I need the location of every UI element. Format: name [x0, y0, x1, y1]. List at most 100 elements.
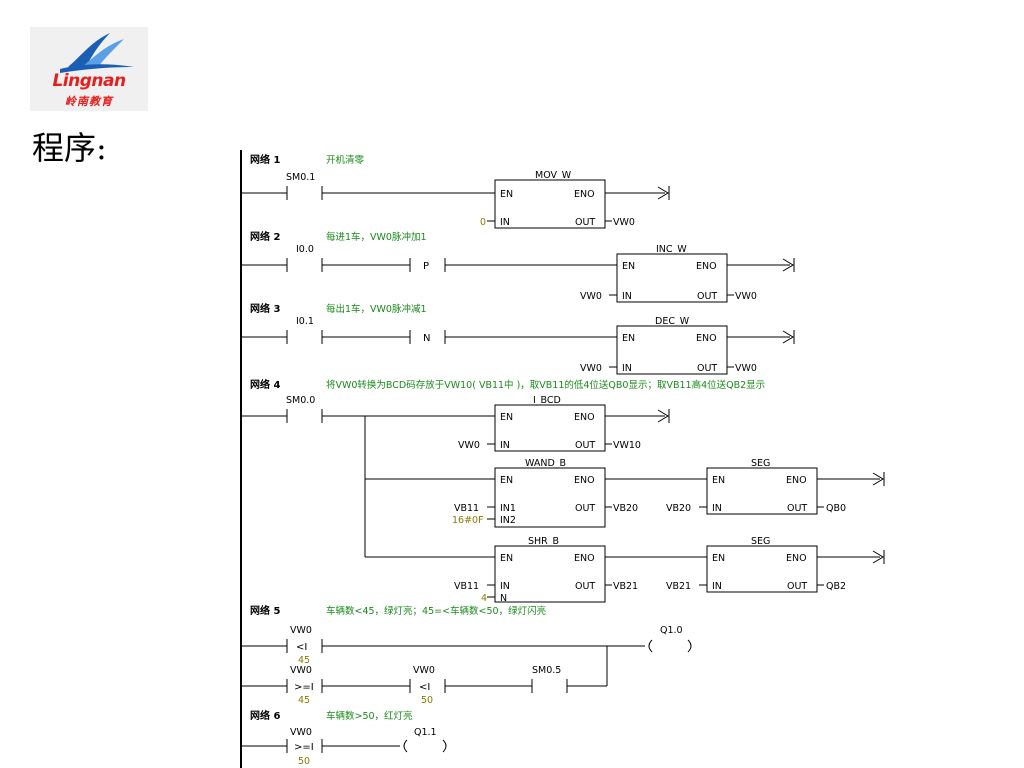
- n6-contact-op: >=I: [294, 742, 314, 753]
- seg2-out-pin: OUT: [787, 581, 807, 592]
- contact-i01-label: I0.1: [296, 316, 314, 327]
- dec-in-value: VW0: [580, 363, 602, 374]
- dec-out-value: VW0: [735, 363, 757, 374]
- coil-q11-label: Q1.1: [414, 727, 437, 738]
- seg1-out-value: QB0: [826, 503, 846, 514]
- seg1-en-pin: EN: [712, 475, 725, 486]
- network-6-comment: 车辆数>50，红灯亮: [326, 710, 413, 722]
- wand-in2-value: 16#0F: [452, 515, 484, 526]
- n6-contact-val: 50: [298, 756, 310, 767]
- inc-out-pin: OUT: [697, 291, 717, 302]
- dec-in-pin: IN: [622, 363, 632, 374]
- network-4-comment: 将VW0转换为BCD码存放于VW10( VB11中 )，取VB11的低4位送QB…: [326, 379, 765, 391]
- shr-en-pin: EN: [500, 553, 513, 564]
- mov-eno-pin: ENO: [574, 189, 595, 200]
- seg2-eno-pin: ENO: [786, 553, 807, 564]
- inc-in-value: VW0: [580, 291, 602, 302]
- program-caption: 程序:: [32, 129, 107, 167]
- p-contact-label: P: [423, 261, 429, 272]
- seg2-in-pin: IN: [712, 581, 722, 592]
- n5-contact-a-val: 45: [298, 655, 310, 666]
- n5-contact-b-top: VW0: [290, 665, 312, 676]
- network-1-label: 网络 1: [250, 153, 280, 166]
- shr-box-name: SHR_B: [528, 536, 559, 547]
- lingnan-logo: Lingnan 岭南教育: [30, 27, 148, 111]
- network-5-label: 网络 5: [250, 604, 280, 617]
- mov-out-pin: OUT: [575, 217, 595, 228]
- n5-contact-c-op: <I: [419, 682, 430, 693]
- seg2-en-pin: EN: [712, 553, 725, 564]
- shr-eno-pin: ENO: [574, 553, 595, 564]
- wand-in2-pin: IN2: [500, 515, 516, 526]
- wand-in1-value: VB11: [454, 503, 479, 514]
- wand-en-pin: EN: [500, 475, 513, 486]
- inc-eno-pin: ENO: [696, 261, 717, 272]
- coil-q10-label: Q1.0: [660, 625, 683, 636]
- n-contact-label: N: [423, 333, 430, 344]
- mov-en-pin: EN: [500, 189, 513, 200]
- network-5-comment: 车辆数<45，绿灯亮；45=<车辆数<50，绿灯闪亮: [326, 605, 546, 617]
- seg2-box-name: SEG: [751, 536, 770, 547]
- ibcd-box-name: I_BCD: [533, 395, 561, 406]
- dec-box-name: DEC_W: [655, 316, 690, 327]
- wand-in1-pin: IN1: [500, 503, 516, 514]
- shr-out-pin: OUT: [575, 581, 595, 592]
- inc-in-pin: IN: [622, 291, 632, 302]
- ibcd-out-pin: OUT: [575, 440, 595, 451]
- network-2-comment: 每进1车，VW0脉冲加1: [326, 231, 427, 243]
- ibcd-out-value: VW10: [613, 440, 641, 451]
- network-4-label: 网络 4: [250, 378, 280, 391]
- network-1-comment: 开机清零: [326, 154, 365, 166]
- shr-out-value: VB21: [613, 581, 638, 592]
- network-6-label: 网络 6: [250, 709, 280, 722]
- wand-out-pin: OUT: [575, 503, 595, 514]
- contact-sm05-label: SM0.5: [532, 665, 561, 676]
- n5-contact-b-val: 45: [298, 695, 310, 706]
- ibcd-en-pin: EN: [500, 412, 513, 423]
- inc-en-pin: EN: [622, 261, 635, 272]
- n5-contact-a-op: <I: [296, 642, 307, 653]
- dec-eno-pin: ENO: [696, 333, 717, 344]
- contact-sm00-label: SM0.0: [286, 395, 315, 406]
- shr-n-pin: N: [500, 593, 507, 604]
- shr-in-value: VB11: [454, 581, 479, 592]
- seg2-out-value: QB2: [826, 581, 846, 592]
- seg1-eno-pin: ENO: [786, 475, 807, 486]
- seg1-in-value: VB20: [666, 503, 691, 514]
- n5-contact-c-val: 50: [421, 695, 433, 706]
- ibcd-in-value: VW0: [458, 440, 480, 451]
- contact-i00-label: I0.0: [296, 244, 314, 255]
- network-3-comment: 每出1车，VW0脉冲减1: [326, 303, 427, 315]
- mov-in-value: 0: [480, 217, 486, 228]
- logo-wordmark: Lingnan: [52, 71, 126, 91]
- n6-contact-top: VW0: [290, 727, 312, 738]
- seg1-out-pin: OUT: [787, 503, 807, 514]
- logo-chinese: 岭南教育: [65, 95, 113, 108]
- seg1-box-name: SEG: [751, 458, 770, 469]
- wand-box-name: WAND_B: [525, 458, 566, 469]
- ibcd-eno-pin: ENO: [574, 412, 595, 423]
- mov-in-pin: IN: [500, 217, 510, 228]
- dec-out-pin: OUT: [697, 363, 717, 374]
- n5-contact-a-top: VW0: [290, 625, 312, 636]
- network-3-label: 网络 3: [250, 302, 280, 315]
- shr-in-pin: IN: [500, 581, 510, 592]
- inc-out-value: VW0: [735, 291, 757, 302]
- inc-box-name: INC_W: [656, 244, 687, 255]
- network-2-label: 网络 2: [250, 230, 280, 243]
- contact-sm01-label: SM0.1: [286, 172, 315, 183]
- seg1-in-pin: IN: [712, 503, 722, 514]
- dec-en-pin: EN: [622, 333, 635, 344]
- mov-box-name: MOV_W: [535, 170, 572, 181]
- ladder-lines: [240, 150, 885, 768]
- wand-eno-pin: ENO: [574, 475, 595, 486]
- n5-contact-b-op: >=I: [294, 682, 314, 693]
- shr-n-value: 4: [481, 593, 487, 604]
- wand-out-value: VB20: [613, 503, 638, 514]
- n5-contact-c-top: VW0: [413, 665, 435, 676]
- mov-out-value: VW0: [613, 217, 635, 228]
- swoosh-icon: [60, 33, 134, 73]
- seg2-in-value: VB21: [666, 581, 691, 592]
- ibcd-in-pin: IN: [500, 440, 510, 451]
